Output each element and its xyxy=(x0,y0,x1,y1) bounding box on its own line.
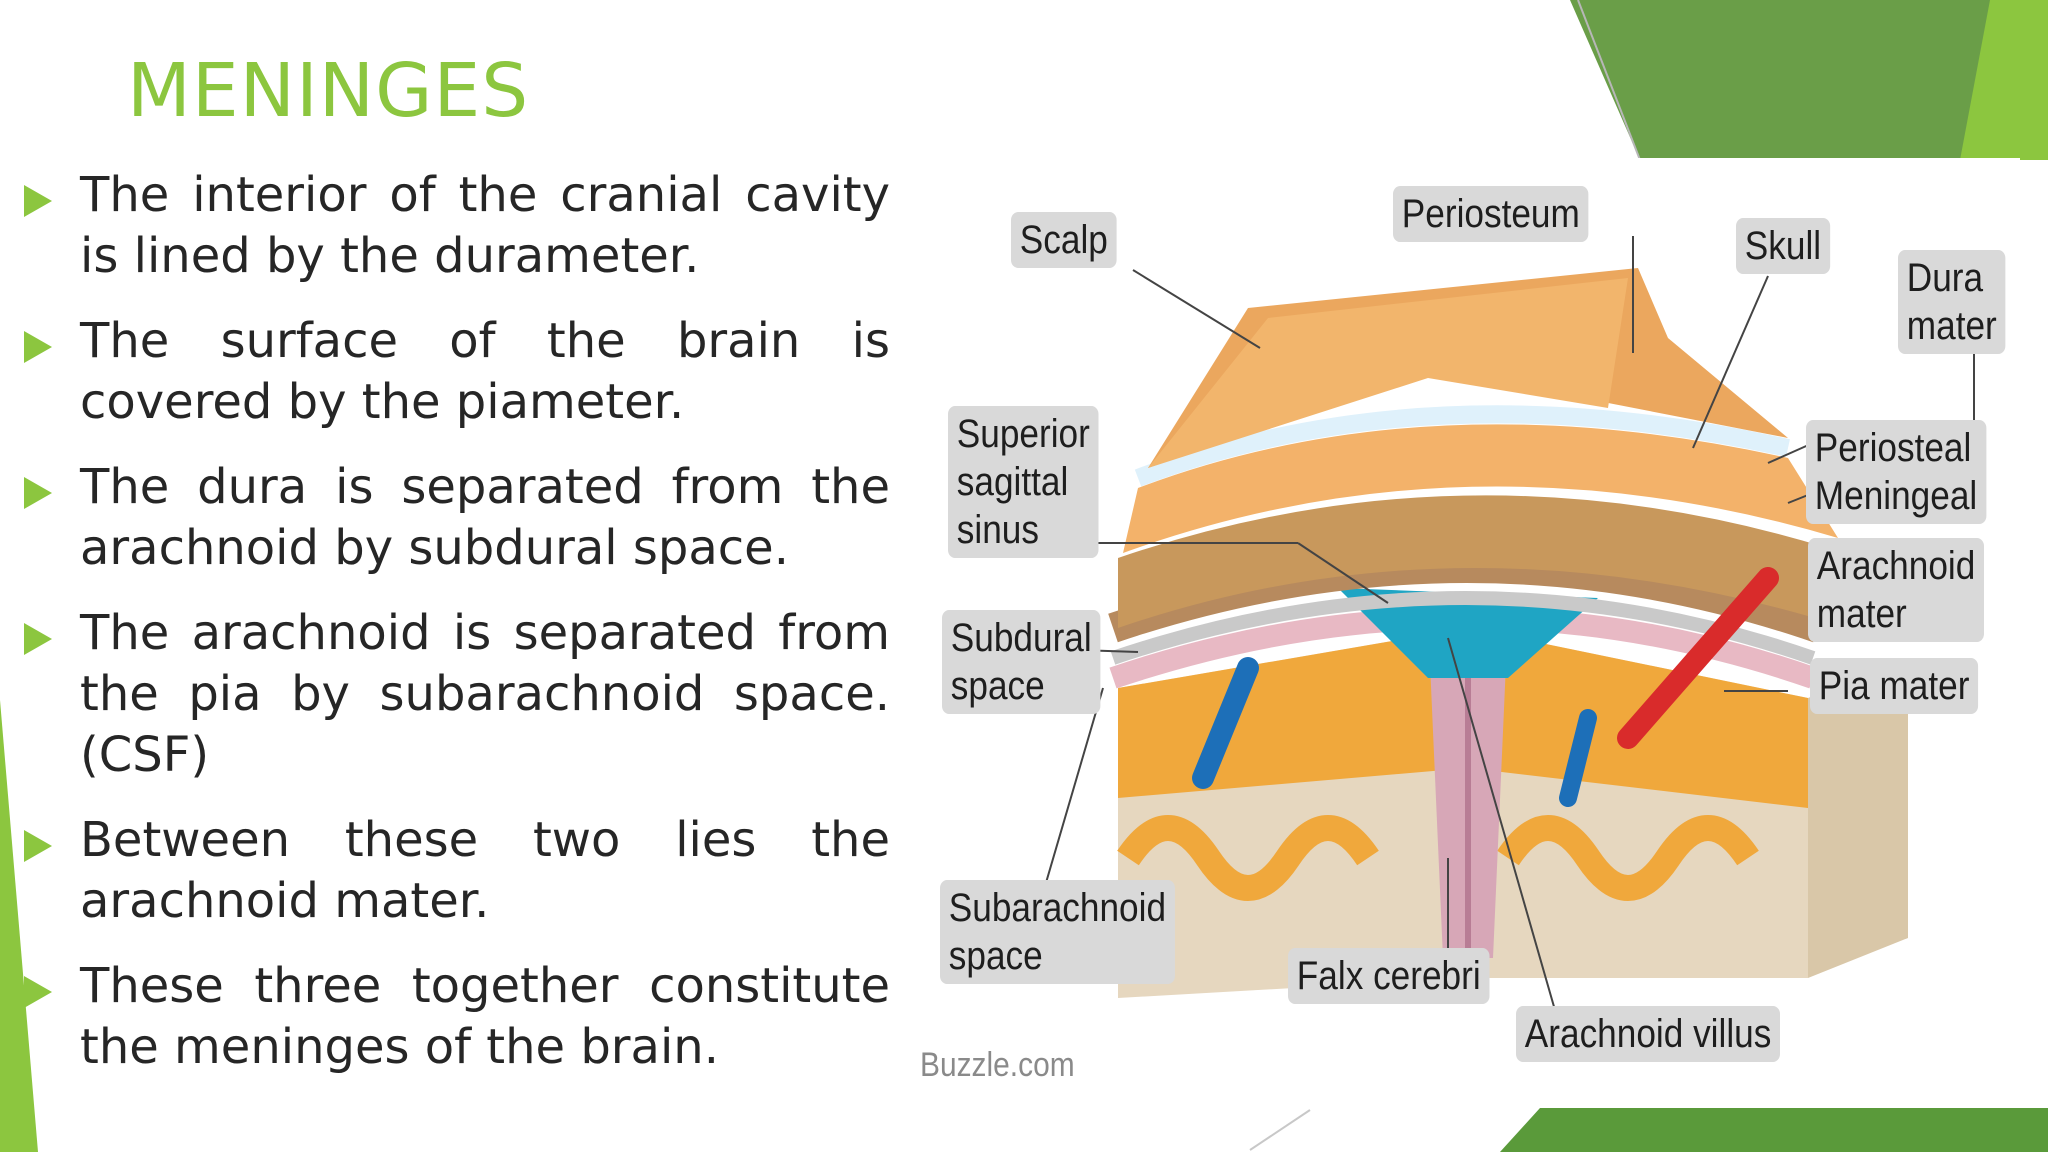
bullet-text: These three together constitute the meni… xyxy=(80,958,890,1075)
bullet-item: These three together constitute the meni… xyxy=(24,956,890,1078)
label-meningeal: Meningeal xyxy=(1814,474,1978,518)
block-right-face xyxy=(1808,658,1908,978)
red-artery xyxy=(1617,567,1779,749)
label-dura-line1: Dura xyxy=(1906,256,1984,300)
label-scalp: Scalp xyxy=(1011,212,1117,268)
bullet-text: The surface of the brain is covered by t… xyxy=(80,313,890,430)
bullet-text: The arachnoid is separated from the pia … xyxy=(80,605,890,783)
corner-accent-bottom-right xyxy=(1500,1108,2048,1152)
label-subarachnoid-line2: space xyxy=(948,934,1043,978)
triangle-bullet-icon xyxy=(24,331,52,363)
triangle-bullet-icon xyxy=(24,185,52,217)
leader-superior-sinus-2 xyxy=(1297,542,1389,604)
label-skull: Skull xyxy=(1736,218,1830,274)
bullet-text: The dura is separated from the arachnoid… xyxy=(80,459,890,576)
triangle-bullet-icon xyxy=(24,623,52,655)
skull-band xyxy=(1123,424,1838,553)
label-periosteal: Periosteal xyxy=(1814,426,1972,470)
corner-accent-top-right-light xyxy=(1960,0,2048,160)
bullet-item: The interior of the cranial cavity is li… xyxy=(24,165,890,287)
slide-title: MENINGES xyxy=(127,48,530,134)
corner-accent-thin-line xyxy=(1577,0,1641,161)
corner-accent-top-right xyxy=(1570,0,2048,160)
label-dura-line2: mater xyxy=(1906,304,1997,348)
leader-scalp xyxy=(1132,269,1261,349)
leader-subarachnoid xyxy=(1042,687,1104,894)
corner-accent-left-edge xyxy=(0,700,38,1152)
bullet-list: The interior of the cranial cavity is li… xyxy=(24,165,890,1102)
blue-vein-2 xyxy=(1559,709,1597,807)
bullet-item: The arachnoid is separated from the pia … xyxy=(24,603,890,786)
label-superior-line1: Superior xyxy=(956,412,1090,456)
blue-vein xyxy=(1192,657,1259,789)
meninges-cross-section-drawing xyxy=(1042,236,1975,1039)
label-subarachnoid-line1: Subarachnoid xyxy=(948,886,1167,930)
triangle-bullet-icon xyxy=(24,830,52,862)
bullet-text: The interior of the cranial cavity is li… xyxy=(80,167,890,284)
label-subdural-line1: Subdural xyxy=(950,616,1092,660)
label-arachnoid-line1: Arachnoid xyxy=(1816,544,1976,588)
leader-periosteal xyxy=(1767,442,1814,464)
gyri-pattern xyxy=(1117,815,1759,901)
label-arachnoid-line2: mater xyxy=(1816,592,1907,636)
bullet-item: Between these two lies the arachnoid mat… xyxy=(24,810,890,932)
triangle-bullet-icon xyxy=(24,477,52,509)
label-superior-line3: sinus xyxy=(956,508,1039,552)
sagittal-sinus xyxy=(1338,588,1598,678)
label-pia-mater: Pia mater xyxy=(1810,658,1979,714)
leader-skull xyxy=(1692,275,1769,449)
label-subdural-line2: space xyxy=(950,664,1045,708)
triangle-bullet-icon xyxy=(24,976,52,1008)
corner-accent-bottom-thin-line xyxy=(1249,1109,1311,1151)
label-superior-line2: sagittal xyxy=(956,460,1069,504)
image-credit: Buzzle.com xyxy=(920,1046,1075,1084)
label-falx-cerebri: Falx cerebri xyxy=(1288,948,1490,1004)
bullet-item: The surface of the brain is covered by t… xyxy=(24,311,890,433)
leader-villus xyxy=(1447,637,1564,1039)
scalp-top xyxy=(1148,278,1628,468)
skull-layer xyxy=(1118,495,1848,628)
label-periosteum: Periosteum xyxy=(1393,186,1589,242)
periosteum-layer xyxy=(1134,405,1790,487)
label-arachnoid-villus: Arachnoid villus xyxy=(1516,1006,1781,1062)
bullet-item: The dura is separated from the arachnoid… xyxy=(24,457,890,579)
bullet-text: Between these two lies the arachnoid mat… xyxy=(80,812,890,929)
